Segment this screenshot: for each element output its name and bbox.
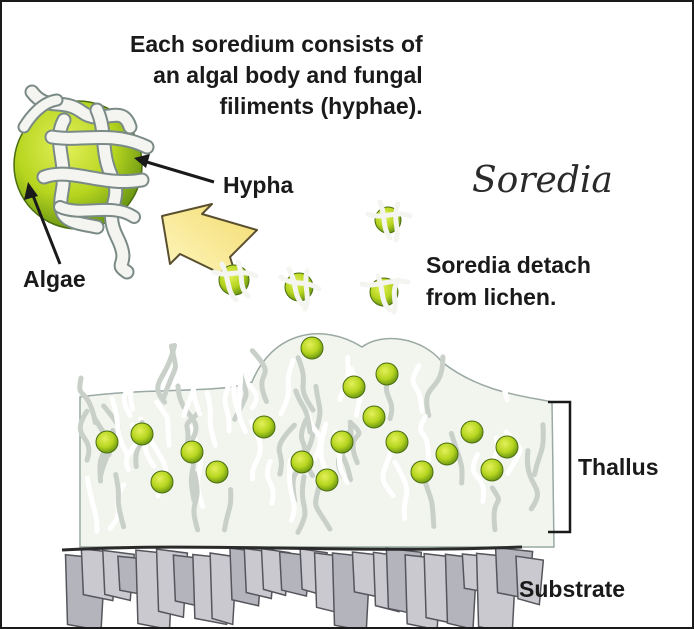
floating-soredia xyxy=(214,202,410,312)
heading-line-2: an algal body and fungal xyxy=(130,60,423,91)
hypha-label: Hypha xyxy=(223,172,293,199)
heading-line-3: filiments (hyphae). xyxy=(130,91,423,122)
detach-caption: Soredia detach from lichen. xyxy=(426,249,591,313)
heading-line-1: Each soredium consists of xyxy=(130,29,423,60)
thallus-label: Thallus xyxy=(578,454,659,481)
substrate-label: Substrate xyxy=(519,576,625,603)
thallus-body xyxy=(80,334,554,547)
algae-label: Algae xyxy=(23,266,86,293)
substrate-rocks xyxy=(62,547,543,627)
caption-heading: Each soredium consists of an algal body … xyxy=(130,29,423,122)
detach-line-1: Soredia detach xyxy=(426,249,591,281)
large-soredium xyxy=(14,92,147,272)
soredia-title: Soredia xyxy=(472,160,613,201)
detach-line-2: from lichen. xyxy=(426,281,591,313)
